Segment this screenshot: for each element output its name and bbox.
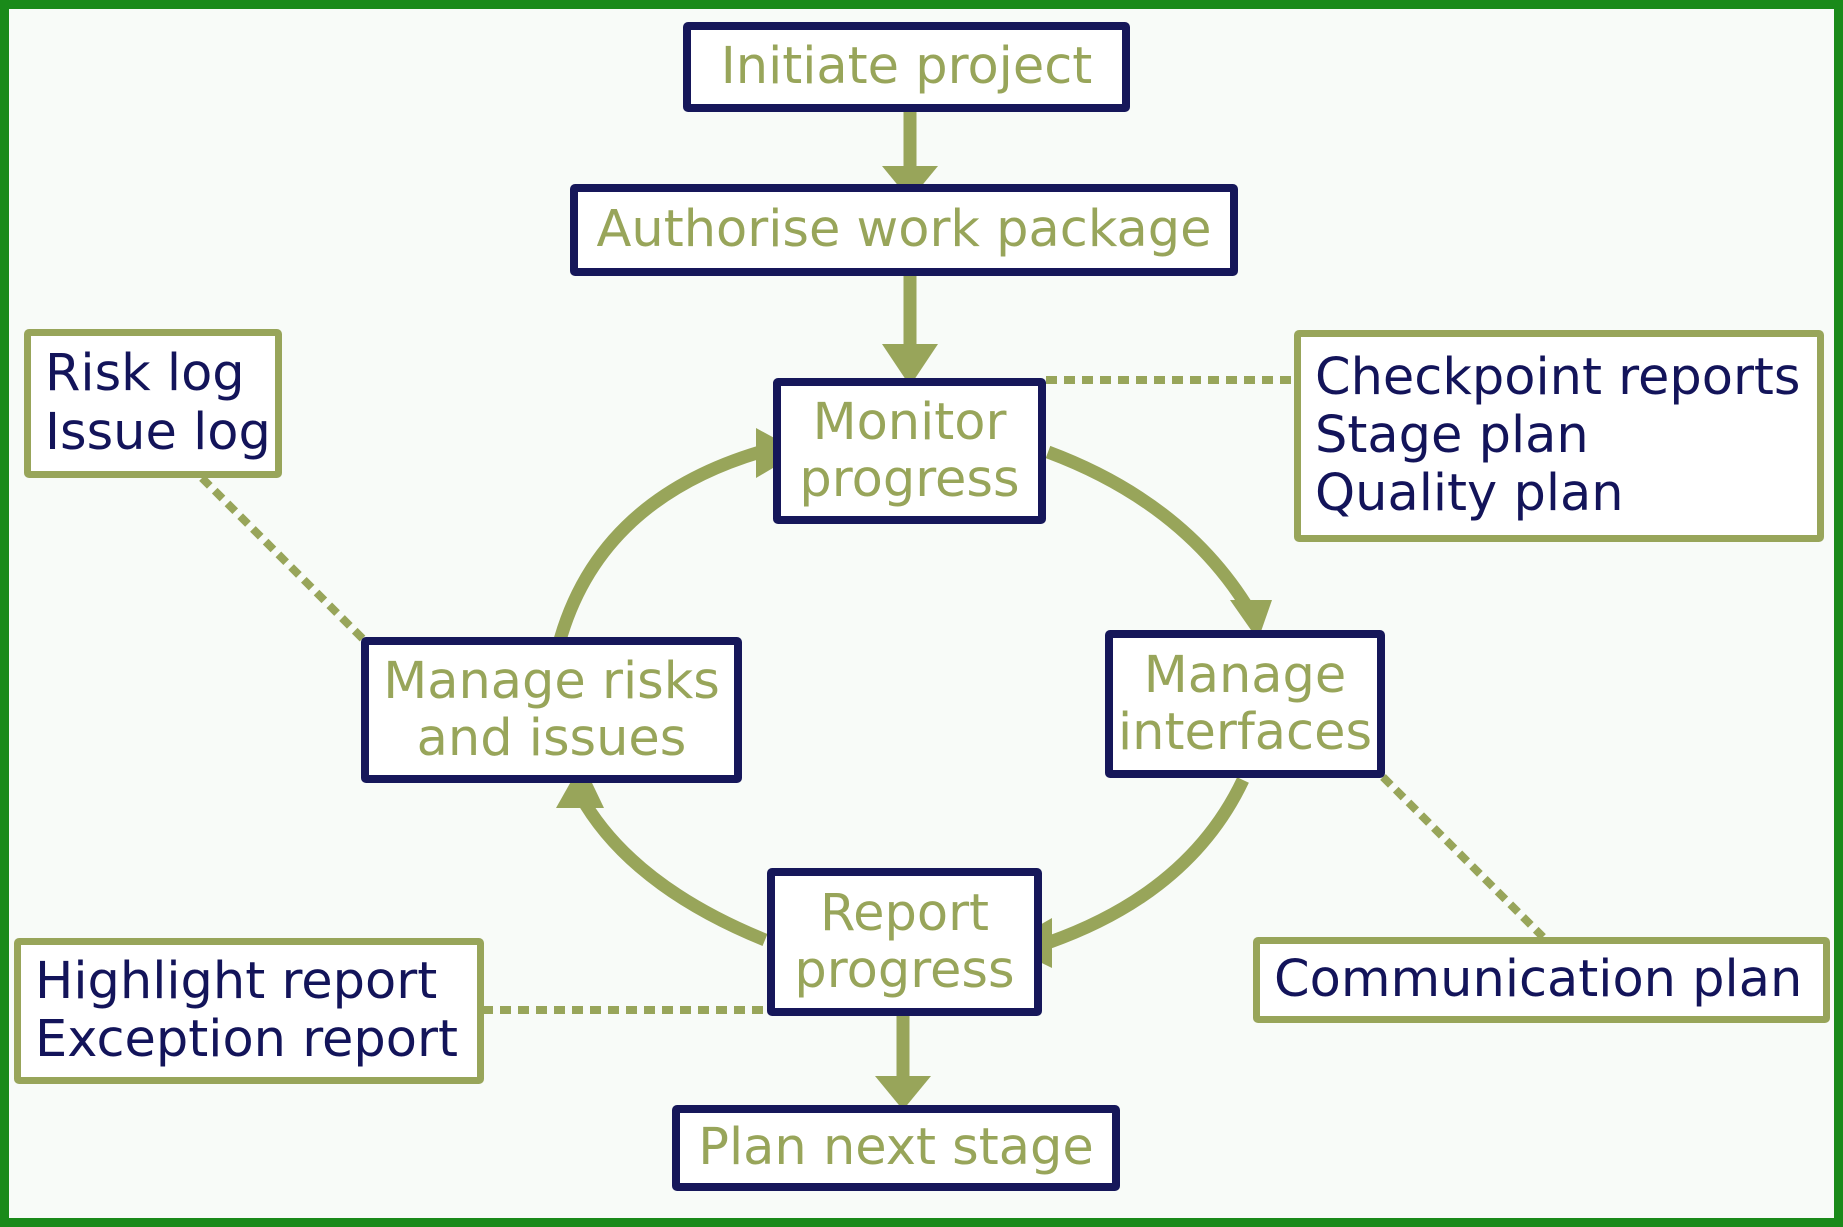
- step-manage-interfaces-line-2: interfaces: [1117, 703, 1373, 762]
- step-manage-risks-and-issues: Manage risks and issues: [361, 637, 742, 783]
- doc-risk-log: Risk log: [45, 344, 245, 404]
- doc-issue-log: Issue log: [45, 402, 271, 462]
- step-manage-risks-line-2: and issues: [416, 709, 687, 768]
- arrow-report-to-plan-next: [875, 1012, 931, 1110]
- doc-highlight-exception-reports: Highlight report Exception report: [14, 938, 484, 1084]
- arrow-report-to-risks: [556, 762, 768, 947]
- step-monitor-progress: Monitor progress: [773, 378, 1046, 524]
- doc-quality-plan: Quality plan: [1315, 464, 1624, 524]
- step-initiate-project-line-1: Initiate project: [720, 37, 1093, 97]
- step-manage-interfaces: Manage interfaces: [1105, 630, 1385, 778]
- dotted-link-interfaces-to-communication: [1380, 774, 1546, 940]
- doc-communication-plan-line-1: Communication plan: [1274, 949, 1803, 1009]
- step-authorise-work-package-line-1: Authorise work package: [596, 200, 1212, 260]
- arrow-risks-to-monitor: [553, 428, 800, 642]
- arrow-authorise-to-monitor: [882, 276, 938, 386]
- step-plan-next-stage: Plan next stage: [672, 1105, 1120, 1191]
- step-authorise-work-package: Authorise work package: [570, 184, 1238, 276]
- doc-highlight-report: Highlight report: [35, 951, 438, 1011]
- step-manage-interfaces-line-1: Manage: [1143, 645, 1347, 705]
- step-manage-risks-line-1: Manage risks: [383, 651, 720, 711]
- step-initiate-project: Initiate project: [683, 22, 1130, 112]
- doc-checkpoint-stage-quality: Checkpoint reports Stage plan Quality pl…: [1294, 330, 1824, 542]
- doc-checkpoint-reports: Checkpoint reports: [1315, 347, 1801, 407]
- doc-exception-report: Exception report: [35, 1010, 458, 1069]
- arrow-initiate-to-authorise: [882, 112, 938, 200]
- step-report-progress-line-1: Report: [819, 883, 990, 943]
- step-plan-next-stage-line-1: Plan next stage: [698, 1118, 1094, 1178]
- step-monitor-progress-line-2: progress: [799, 450, 1020, 509]
- step-report-progress-line-2: progress: [794, 941, 1015, 1000]
- doc-risk-issue-logs: Risk log Issue log: [24, 329, 282, 478]
- dotted-link-risks-to-risk-log: [199, 475, 368, 644]
- doc-stage-plan: Stage plan: [1315, 405, 1589, 465]
- doc-communication-plan: Communication plan: [1253, 937, 1830, 1023]
- step-report-progress: Report progress: [767, 868, 1042, 1016]
- step-monitor-progress-line-1: Monitor: [812, 392, 1007, 452]
- arrow-monitor-to-interfaces: [1045, 445, 1272, 640]
